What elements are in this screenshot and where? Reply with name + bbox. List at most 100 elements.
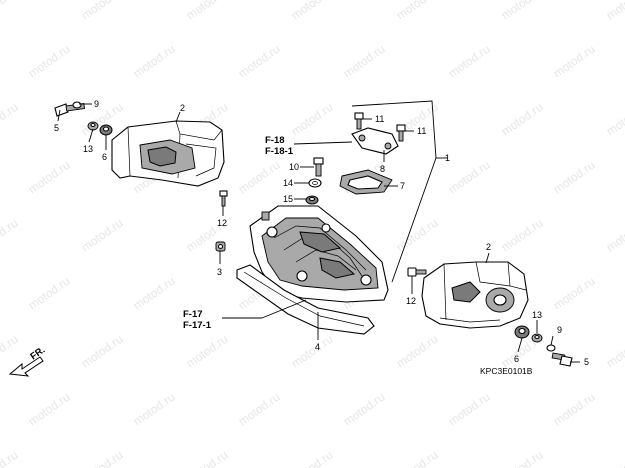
callout-8: 8	[380, 164, 385, 174]
watermark-text: motod.ru	[604, 0, 625, 22]
reference-f-18: F-18	[265, 135, 285, 146]
callout-12-left: 12	[217, 218, 227, 228]
callout-10: 10	[289, 162, 299, 172]
watermark-text: motod.ru	[131, 274, 178, 313]
reference-f-17-1: F-17-1	[183, 320, 212, 331]
right-grommet-13[interactable]	[531, 333, 543, 343]
watermark-text: motod.ru	[551, 42, 598, 81]
watermark-text: motod.ru	[394, 0, 441, 22]
watermark-text: motod.ru	[394, 216, 441, 255]
callout-13-right: 13	[532, 310, 542, 320]
reference-f-18-1: F-18-1	[265, 146, 294, 157]
watermark-text: motod.ru	[394, 448, 441, 468]
callout-6-right: 6	[514, 354, 519, 364]
callout-11-lower: 11	[417, 126, 426, 136]
callout-labels: 5 9 13 6 2 12 3 1 11 11 8 7 10 14 15 4 2…	[54, 99, 589, 367]
left-washer-9[interactable]	[72, 101, 82, 109]
callout-5-right: 5	[584, 357, 589, 367]
right-bolt-12[interactable]	[407, 267, 427, 277]
watermark-text: motod.ru	[604, 332, 625, 371]
watermark-text: motod.ru	[0, 216, 21, 255]
callout-9-right: 9	[557, 325, 562, 335]
callout-12-right: 12	[406, 296, 416, 306]
left-seal-6[interactable]	[99, 124, 113, 136]
nut-3[interactable]	[215, 241, 226, 252]
watermark-text: motod.ru	[446, 42, 493, 81]
right-washer-9[interactable]	[546, 344, 556, 352]
watermark-text: motod.ru	[79, 0, 126, 22]
cylinder-head-cover[interactable]	[249, 205, 389, 303]
callout-15: 15	[283, 194, 293, 204]
callout-7: 7	[400, 181, 405, 191]
watermark-text: motod.ru	[289, 332, 336, 371]
callout-4: 4	[315, 342, 320, 352]
front-arrow-icon	[8, 356, 44, 377]
grommet-15[interactable]	[305, 195, 319, 205]
watermark-text: motod.ru	[0, 100, 21, 139]
callout-14: 14	[283, 178, 293, 188]
front-marker-label: FR.	[28, 345, 47, 363]
watermark-text: motod.ru	[0, 332, 21, 371]
gasket-7[interactable]	[339, 169, 393, 195]
bolt-11-upper[interactable]	[354, 112, 364, 130]
watermark-text: motod.ru	[236, 158, 283, 197]
watermark-text: motod.ru	[446, 158, 493, 197]
watermark-text: motod.ru	[499, 0, 546, 22]
watermark-text: motod.ru	[446, 390, 493, 429]
watermark-text: motod.ru	[79, 216, 126, 255]
watermark-text: motod.ru	[131, 390, 178, 429]
watermark-text: motod.ru	[289, 100, 336, 139]
watermark-text: motod.ru	[604, 216, 625, 255]
watermark-text: motod.ru	[499, 100, 546, 139]
diagram-code: KPC3E0101B	[480, 366, 533, 376]
watermark-text: motod.ru	[289, 0, 336, 22]
assembly-1-frame	[351, 100, 437, 283]
watermark-text: motod.ru	[79, 448, 126, 468]
watermark-text: motod.ru	[26, 158, 73, 197]
callout-2-left: 2	[180, 103, 185, 113]
plate-8[interactable]	[351, 127, 399, 155]
bolt-11-lower[interactable]	[396, 124, 406, 142]
washer-14[interactable]	[308, 178, 322, 188]
reference-f-17: F-17	[183, 309, 203, 320]
watermark-text: motod.ru	[604, 448, 625, 468]
callout-3: 3	[217, 267, 222, 277]
watermark-text: motod.ru	[341, 390, 388, 429]
head-cover-gasket[interactable]	[236, 264, 375, 335]
callout-9-left: 9	[94, 99, 99, 109]
watermark-text: motod.ru	[499, 216, 546, 255]
bolt-10[interactable]	[313, 157, 324, 177]
right-seal-6[interactable]	[514, 325, 530, 339]
callout-2-right: 2	[486, 242, 491, 252]
left-head-cover-cap[interactable]	[111, 120, 225, 187]
left-grommet-13[interactable]	[87, 121, 99, 131]
callout-11-upper: 11	[375, 114, 384, 124]
callout-6-left: 6	[102, 152, 107, 162]
left-bolt-12[interactable]	[219, 190, 228, 207]
callout-1: 1	[445, 153, 450, 163]
watermark-text: motod.ru	[604, 100, 625, 139]
callout-5-left: 5	[54, 123, 59, 133]
right-bolt-5[interactable]	[551, 352, 573, 367]
watermark-text: motod.ru	[131, 42, 178, 81]
reference-labels: F-18 F-18-1 F-17 F-17-1	[183, 135, 294, 331]
watermark-text: motod.ru	[184, 0, 231, 22]
watermark-text: motod.ru	[26, 390, 73, 429]
watermark-text: motod.ru	[26, 42, 73, 81]
watermark-text: motod.ru	[551, 274, 598, 313]
watermark-text: motod.ru	[289, 448, 336, 468]
watermark-text: motod.ru	[26, 274, 73, 313]
watermark-text: motod.ru	[236, 390, 283, 429]
watermark-text: motod.ru	[551, 390, 598, 429]
watermark-text: motod.ru	[184, 332, 231, 371]
leader-lines	[57, 103, 580, 363]
right-head-cover-cap[interactable]	[421, 261, 529, 329]
watermark-text: motod.ru	[341, 42, 388, 81]
callout-13-left: 13	[83, 144, 93, 154]
watermark-text: motod.ru	[0, 448, 21, 468]
watermark-text: motod.ru	[236, 42, 283, 81]
front-direction-marker: FR.	[8, 345, 47, 377]
watermark-text: motod.ru	[0, 0, 21, 22]
